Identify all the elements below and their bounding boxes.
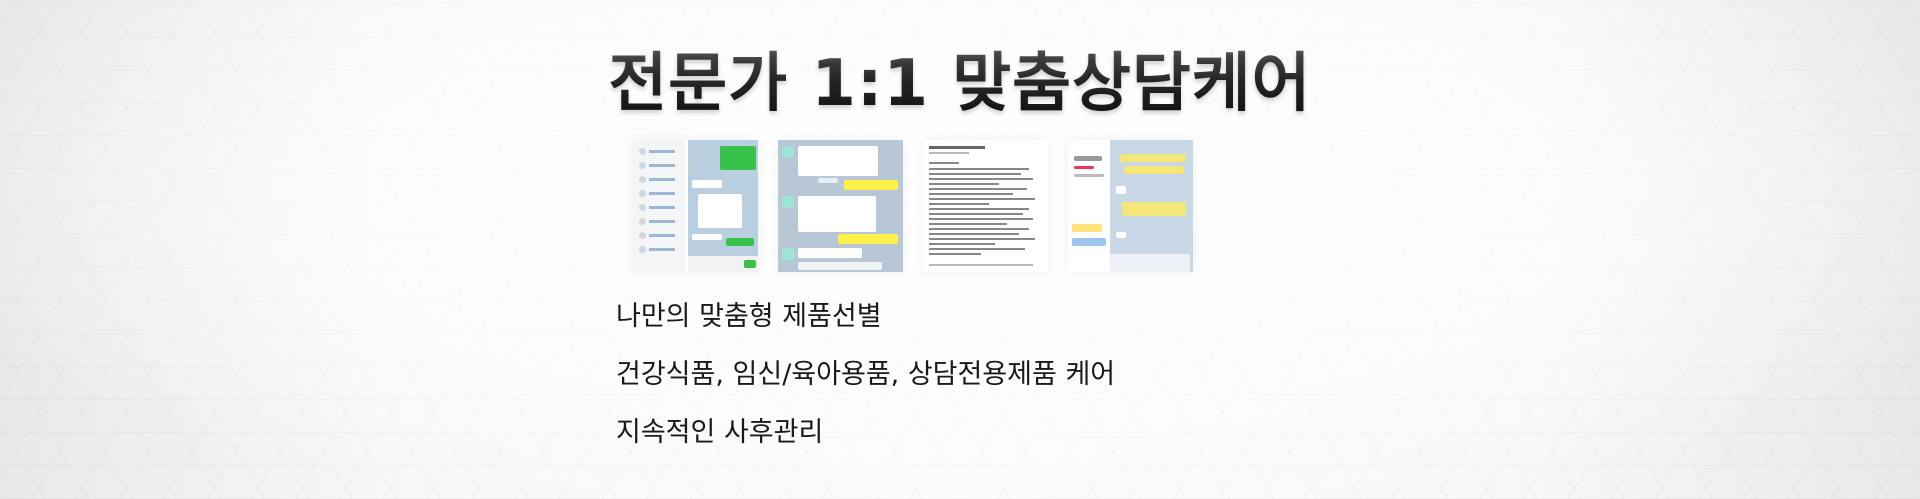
feature-care-categories: 건강식품, 임신/육아용품, 상담전용제품 케어 [616,359,1116,390]
chat-screenshot-4 [1068,140,1193,272]
chat-screenshot-2 [778,140,903,272]
document-screenshot-3 [923,140,1048,272]
feature-aftercare: 지속적인 사후관리 [616,417,824,448]
feature-product-selection: 나만의 맞춤형 제품선별 [616,301,882,332]
chat-screenshot-1 [633,140,758,272]
feature-list: 나만의 맞춤형 제품선별 건강식품, 임신/육아용품, 상담전용제품 케어 지속… [616,300,1115,474]
page-title: 전문가 1:1 맞춤상담케어 [0,32,1920,124]
consultation-screenshots [633,140,1193,272]
